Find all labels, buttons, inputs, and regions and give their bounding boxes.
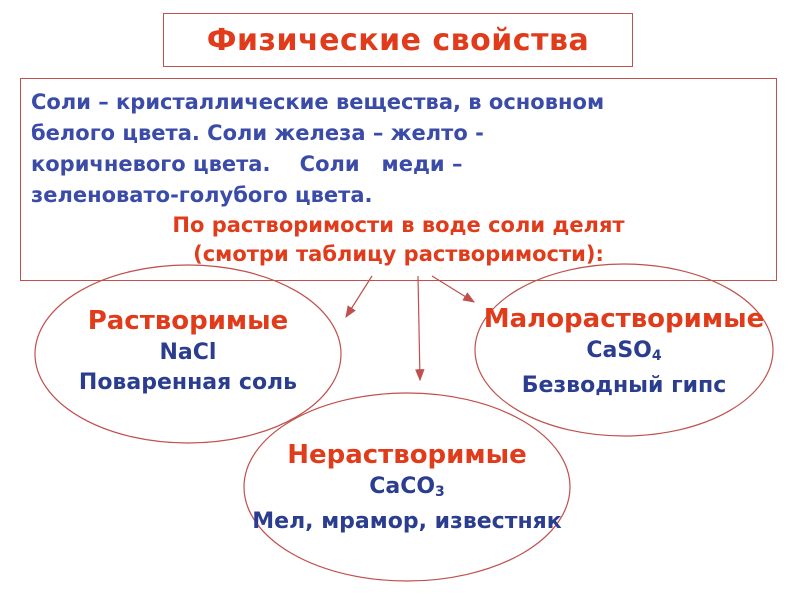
- slightly-soluble-formula: CaSO4: [456, 336, 792, 371]
- description-box: Соли – кристаллические вещества, в основ…: [20, 78, 777, 281]
- insoluble-formula-main: CaCO: [369, 474, 436, 499]
- description-line: Соли – кристаллические вещества, в основ…: [31, 90, 605, 114]
- soluble-ellipse: [34, 264, 342, 444]
- arrow-to-soluble: [345, 275, 373, 319]
- insoluble-example: Мел, мрамор, известняк: [252, 509, 562, 534]
- arrow-to-slightly-soluble: [431, 275, 476, 303]
- soluble-name: Растворимые: [87, 306, 289, 336]
- soluble-formula: NaCl: [159, 340, 217, 365]
- slightly-soluble-ellipse: [474, 263, 774, 437]
- insoluble-name: Нерастворимые: [287, 440, 527, 470]
- arrow-to-insoluble: [414, 275, 425, 382]
- slide-title: Физические свойства: [206, 22, 590, 58]
- soluble-group: Растворимые NaCl Поваренная соль: [40, 304, 336, 398]
- classification-line: (смотри таблицу растворимости):: [193, 242, 604, 266]
- classification-line: По растворимости в воде соли делят: [172, 213, 625, 237]
- slightly-soluble-group: Малорастворимые CaSO4 Безводный гипс: [456, 302, 792, 401]
- insoluble-group: Нерастворимые CaCO3 Мел, мрамор, известн…: [250, 438, 564, 537]
- slightly-soluble-formula-sub: 4: [651, 348, 662, 364]
- insoluble-ellipse: [243, 392, 571, 582]
- soluble-example: Поваренная соль: [78, 370, 298, 395]
- insoluble-formula-sub: 3: [435, 484, 445, 500]
- insoluble-formula: CaCO3: [250, 472, 564, 507]
- description-line: коричневого цвета. Соли меди –: [31, 152, 463, 176]
- slightly-soluble-formula-main: CaSO: [586, 338, 652, 363]
- slightly-soluble-name: Малорастворимые: [483, 304, 765, 334]
- slightly-soluble-example: Безводный гипс: [521, 373, 727, 398]
- description-line: белого цвета. Соли железа – желто -: [31, 121, 484, 145]
- description-line: зеленовато-голубого цвета.: [31, 183, 373, 207]
- title-box: Физические свойства: [163, 13, 633, 67]
